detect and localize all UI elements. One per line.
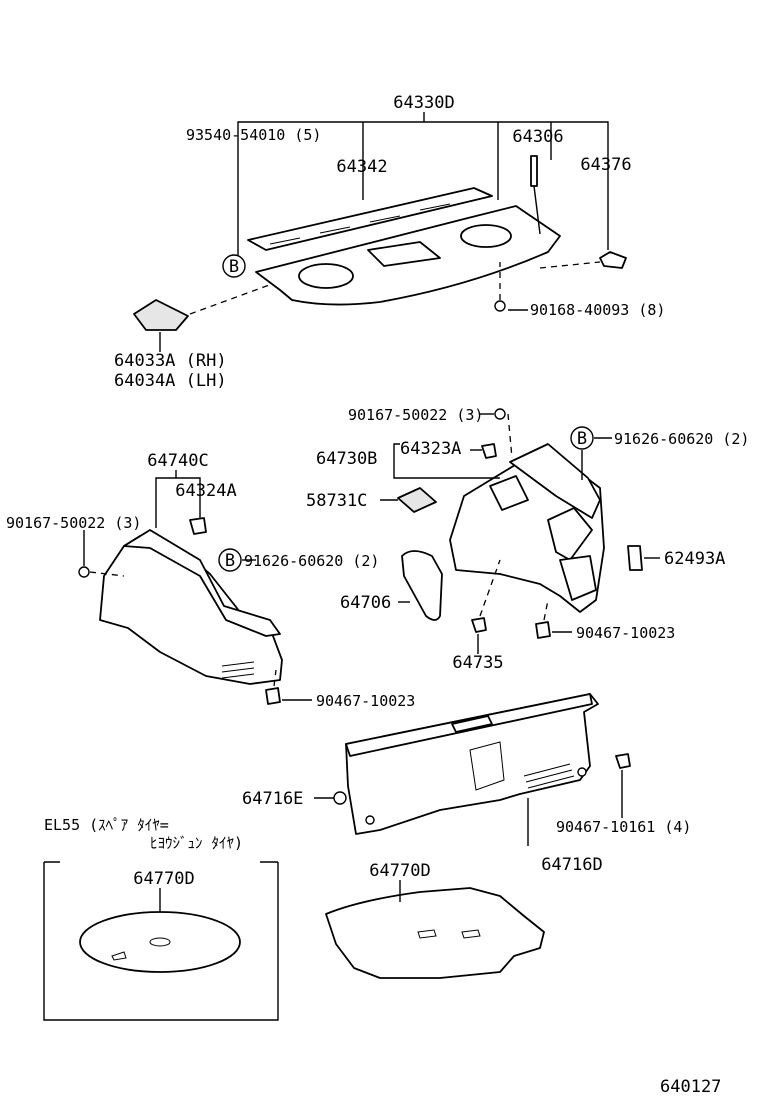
label-90167-left: 90167-50022 (3) bbox=[6, 514, 141, 532]
label-62493a: 62493A bbox=[664, 549, 725, 569]
tray-group: B bbox=[133, 112, 627, 352]
speaker-hole-right bbox=[460, 224, 512, 248]
label-64716e: 64716E bbox=[242, 789, 303, 809]
label-91626-right: 91626-60620 (2) bbox=[614, 430, 749, 448]
svg-text:B: B bbox=[225, 551, 235, 571]
label-64324a: 64324A bbox=[175, 481, 236, 501]
speaker-hole-left bbox=[298, 263, 354, 289]
marker-b-top bbox=[222, 254, 246, 278]
label-64376: 64376 bbox=[580, 155, 631, 175]
cover-64706 bbox=[401, 550, 443, 621]
label-note-2: ﾋﾖｳｼﾞｭﾝ ﾀｲﾔ) bbox=[150, 834, 243, 852]
label-64716d: 64716D bbox=[541, 855, 602, 875]
label-64306: 64306 bbox=[512, 127, 563, 147]
label-90168: 90168-40093 (8) bbox=[530, 301, 665, 319]
label-64342: 64342 bbox=[336, 157, 387, 177]
label-90167-right: 90167-50022 (3) bbox=[348, 406, 483, 424]
rear-plate-group bbox=[314, 693, 631, 846]
label-64330d: 64330D bbox=[393, 93, 454, 113]
label-note-1: EL55 (ｽﾍﾟｱ ﾀｲﾔ= bbox=[44, 816, 169, 834]
label-90467-10161: 90467-10161 (4) bbox=[556, 818, 691, 836]
ref-code: 640127 bbox=[660, 1077, 721, 1097]
label-64706: 64706 bbox=[340, 593, 391, 613]
label-64770d-spare: 64770D bbox=[133, 869, 194, 889]
label-93540: 93540-54010 (5) bbox=[186, 126, 321, 144]
mat-spare bbox=[79, 911, 241, 973]
left-trim-group: B bbox=[78, 470, 312, 705]
trim-upper bbox=[509, 443, 601, 519]
label-90467-left: 90467-10023 bbox=[316, 692, 415, 710]
label-64770d-main: 64770D bbox=[369, 861, 430, 881]
right-trim-group: B bbox=[380, 408, 660, 654]
label-90467-right: 90467-10023 bbox=[576, 624, 675, 642]
marker-b-left bbox=[218, 548, 242, 572]
label-58731c: 58731C bbox=[306, 491, 367, 511]
label-64323a: 64323A bbox=[400, 439, 461, 459]
speaker-grille bbox=[133, 299, 189, 331]
label-64735: 64735 bbox=[452, 653, 503, 673]
label-64033a: 64033A (RH) bbox=[114, 351, 227, 371]
label-64740c: 64740C bbox=[147, 451, 208, 471]
svg-text:B: B bbox=[577, 429, 587, 449]
tray-opening bbox=[367, 241, 441, 267]
label-64034a: 64034A (LH) bbox=[114, 371, 227, 391]
label-64730b: 64730B bbox=[316, 449, 377, 469]
label-91626-left: 91626-60620 (2) bbox=[244, 552, 379, 570]
clip-62493a bbox=[627, 545, 643, 571]
plug-64716e bbox=[333, 791, 347, 805]
clip-64376 bbox=[599, 251, 627, 269]
main-mat-group bbox=[325, 880, 545, 979]
spare-mat-box bbox=[43, 861, 279, 1021]
lid-58731c bbox=[397, 487, 437, 513]
svg-text:B: B bbox=[229, 257, 239, 277]
marker-b-right bbox=[570, 426, 594, 450]
